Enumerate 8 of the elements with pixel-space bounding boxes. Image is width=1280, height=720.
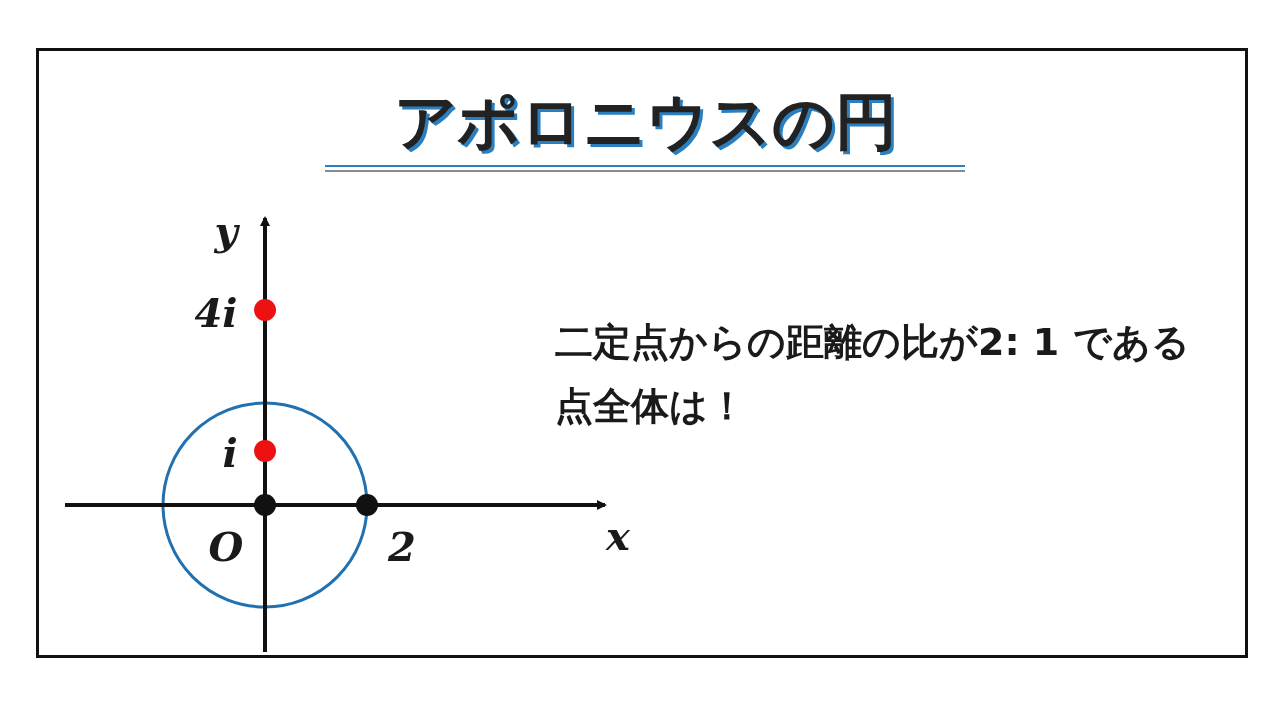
axis-label: y — [214, 206, 238, 254]
description-text: 二定点からの距離の比が2: 1 である点全体は！ — [555, 319, 1191, 430]
title: アポロニウスの円 — [393, 84, 897, 160]
origin-label: O — [208, 522, 244, 570]
axis-label: x — [606, 511, 630, 559]
point-label: i — [222, 428, 238, 476]
point-label: 4i — [194, 288, 238, 336]
tick-label: 2 — [388, 522, 416, 570]
